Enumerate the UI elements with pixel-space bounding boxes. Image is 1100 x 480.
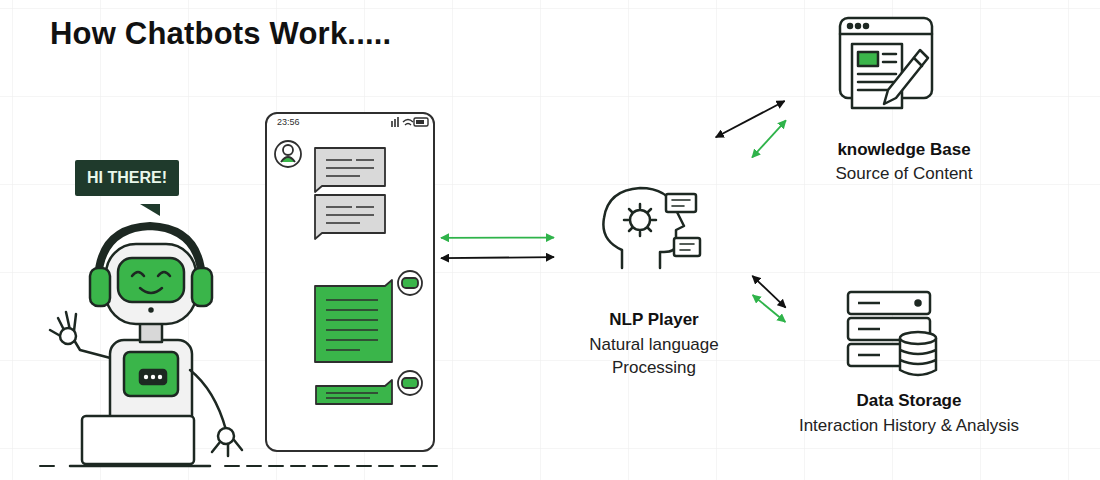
ground-line [40, 465, 440, 467]
robot-illustration [212, 440, 242, 456]
chat-messages [315, 280, 392, 362]
phone-screen [414, 118, 428, 126]
phone-screen [416, 120, 424, 124]
robot-illustration [144, 375, 148, 379]
node-heading: NLP Player [560, 310, 748, 330]
chat-messages [398, 371, 422, 395]
chat-messages [315, 148, 385, 192]
nlp-head-icon [666, 194, 696, 212]
robot-illustration [140, 288, 162, 293]
chat-messages [281, 157, 295, 162]
data-storage-icon [916, 301, 921, 306]
speech-bubble: HI THERE! [75, 160, 179, 196]
node-heading: 23:56 [277, 117, 300, 127]
chat-messages [275, 141, 301, 167]
robot-illustration [70, 465, 210, 468]
node-body: Interaction History & Analysis [790, 415, 1028, 438]
nlp-head-icon [672, 200, 690, 206]
connector-arrow [752, 276, 785, 308]
robot-illustration [132, 272, 170, 276]
nlp-head-icon [674, 238, 700, 256]
phone-frame: 23:56 [265, 112, 435, 452]
robot-illustration [140, 370, 166, 384]
nlp-head-icon [630, 210, 650, 230]
knowledge-base-icon [858, 54, 896, 90]
chat-messages [326, 300, 378, 350]
knowledge-base-icon [884, 50, 928, 104]
data-storage-icon [848, 292, 936, 375]
robot-illustration [190, 370, 226, 430]
chat-messages [316, 380, 392, 404]
node-body: Natural language Processing [560, 334, 748, 380]
chat-messages [326, 160, 374, 176]
ground-line [40, 465, 440, 467]
chat-messages [402, 278, 418, 288]
chat-messages [315, 195, 385, 239]
robot-illustration [150, 309, 153, 312]
robot-illustration [118, 258, 184, 302]
knowledge-base-icon [840, 33, 932, 36]
robot-illustration [124, 352, 178, 396]
connector-arrow [753, 295, 786, 322]
node-heading: knowledge Base [790, 140, 1018, 160]
robot-illustration [106, 244, 196, 324]
data-storage-node: Data StorageInteraction History & Analys… [790, 285, 1028, 442]
robot-illustration [82, 416, 194, 464]
phone-screen [403, 120, 413, 126]
chat-messages [326, 393, 378, 398]
robot-illustration [158, 375, 162, 379]
knowledge-base-node: knowledge BaseSource of Content [790, 12, 1018, 188]
diagram-title: How Chatbots Work..... [50, 16, 391, 52]
knowledge-base-icon [856, 24, 860, 28]
data-storage-icon [858, 303, 880, 355]
data-storage-icon [900, 350, 936, 364]
node-body: Source of Content [790, 164, 1018, 184]
speech-bubble-tail [140, 204, 160, 216]
robot-illustration [50, 226, 242, 466]
node-heading: HI THERE! [87, 169, 167, 187]
chat-messages [326, 207, 374, 223]
knowledge-base-icon [858, 52, 878, 66]
knowledge-base-icon [914, 58, 922, 66]
chat-messages [283, 145, 293, 155]
knowledge-base-icon [840, 18, 932, 108]
data-storage-icon [900, 332, 936, 344]
chat-messages [402, 378, 418, 388]
robot-illustration [90, 268, 110, 306]
connector-arrow [752, 120, 786, 157]
node-heading: Data Storage [790, 391, 1028, 411]
phone-screen [266, 113, 434, 451]
nlp-head-icon [680, 244, 694, 250]
speech-bubble-tail [140, 204, 160, 216]
chat-messages [275, 141, 422, 404]
connector-arrow [441, 237, 554, 239]
nlp-head-icon [624, 204, 656, 236]
robot-illustration [192, 268, 212, 306]
robot-illustration [151, 375, 155, 379]
robot-illustration [60, 328, 76, 344]
knowledge-base-icon [864, 24, 868, 28]
knowledge-base-icon [848, 24, 852, 28]
phone-screen [392, 117, 398, 127]
connector-arrow [441, 257, 554, 258]
phone-screen [266, 113, 434, 451]
nlp-node: NLP PlayerNatural language Processing [560, 140, 748, 384]
chat-messages [398, 271, 422, 295]
nlp-head-icon [603, 188, 700, 268]
